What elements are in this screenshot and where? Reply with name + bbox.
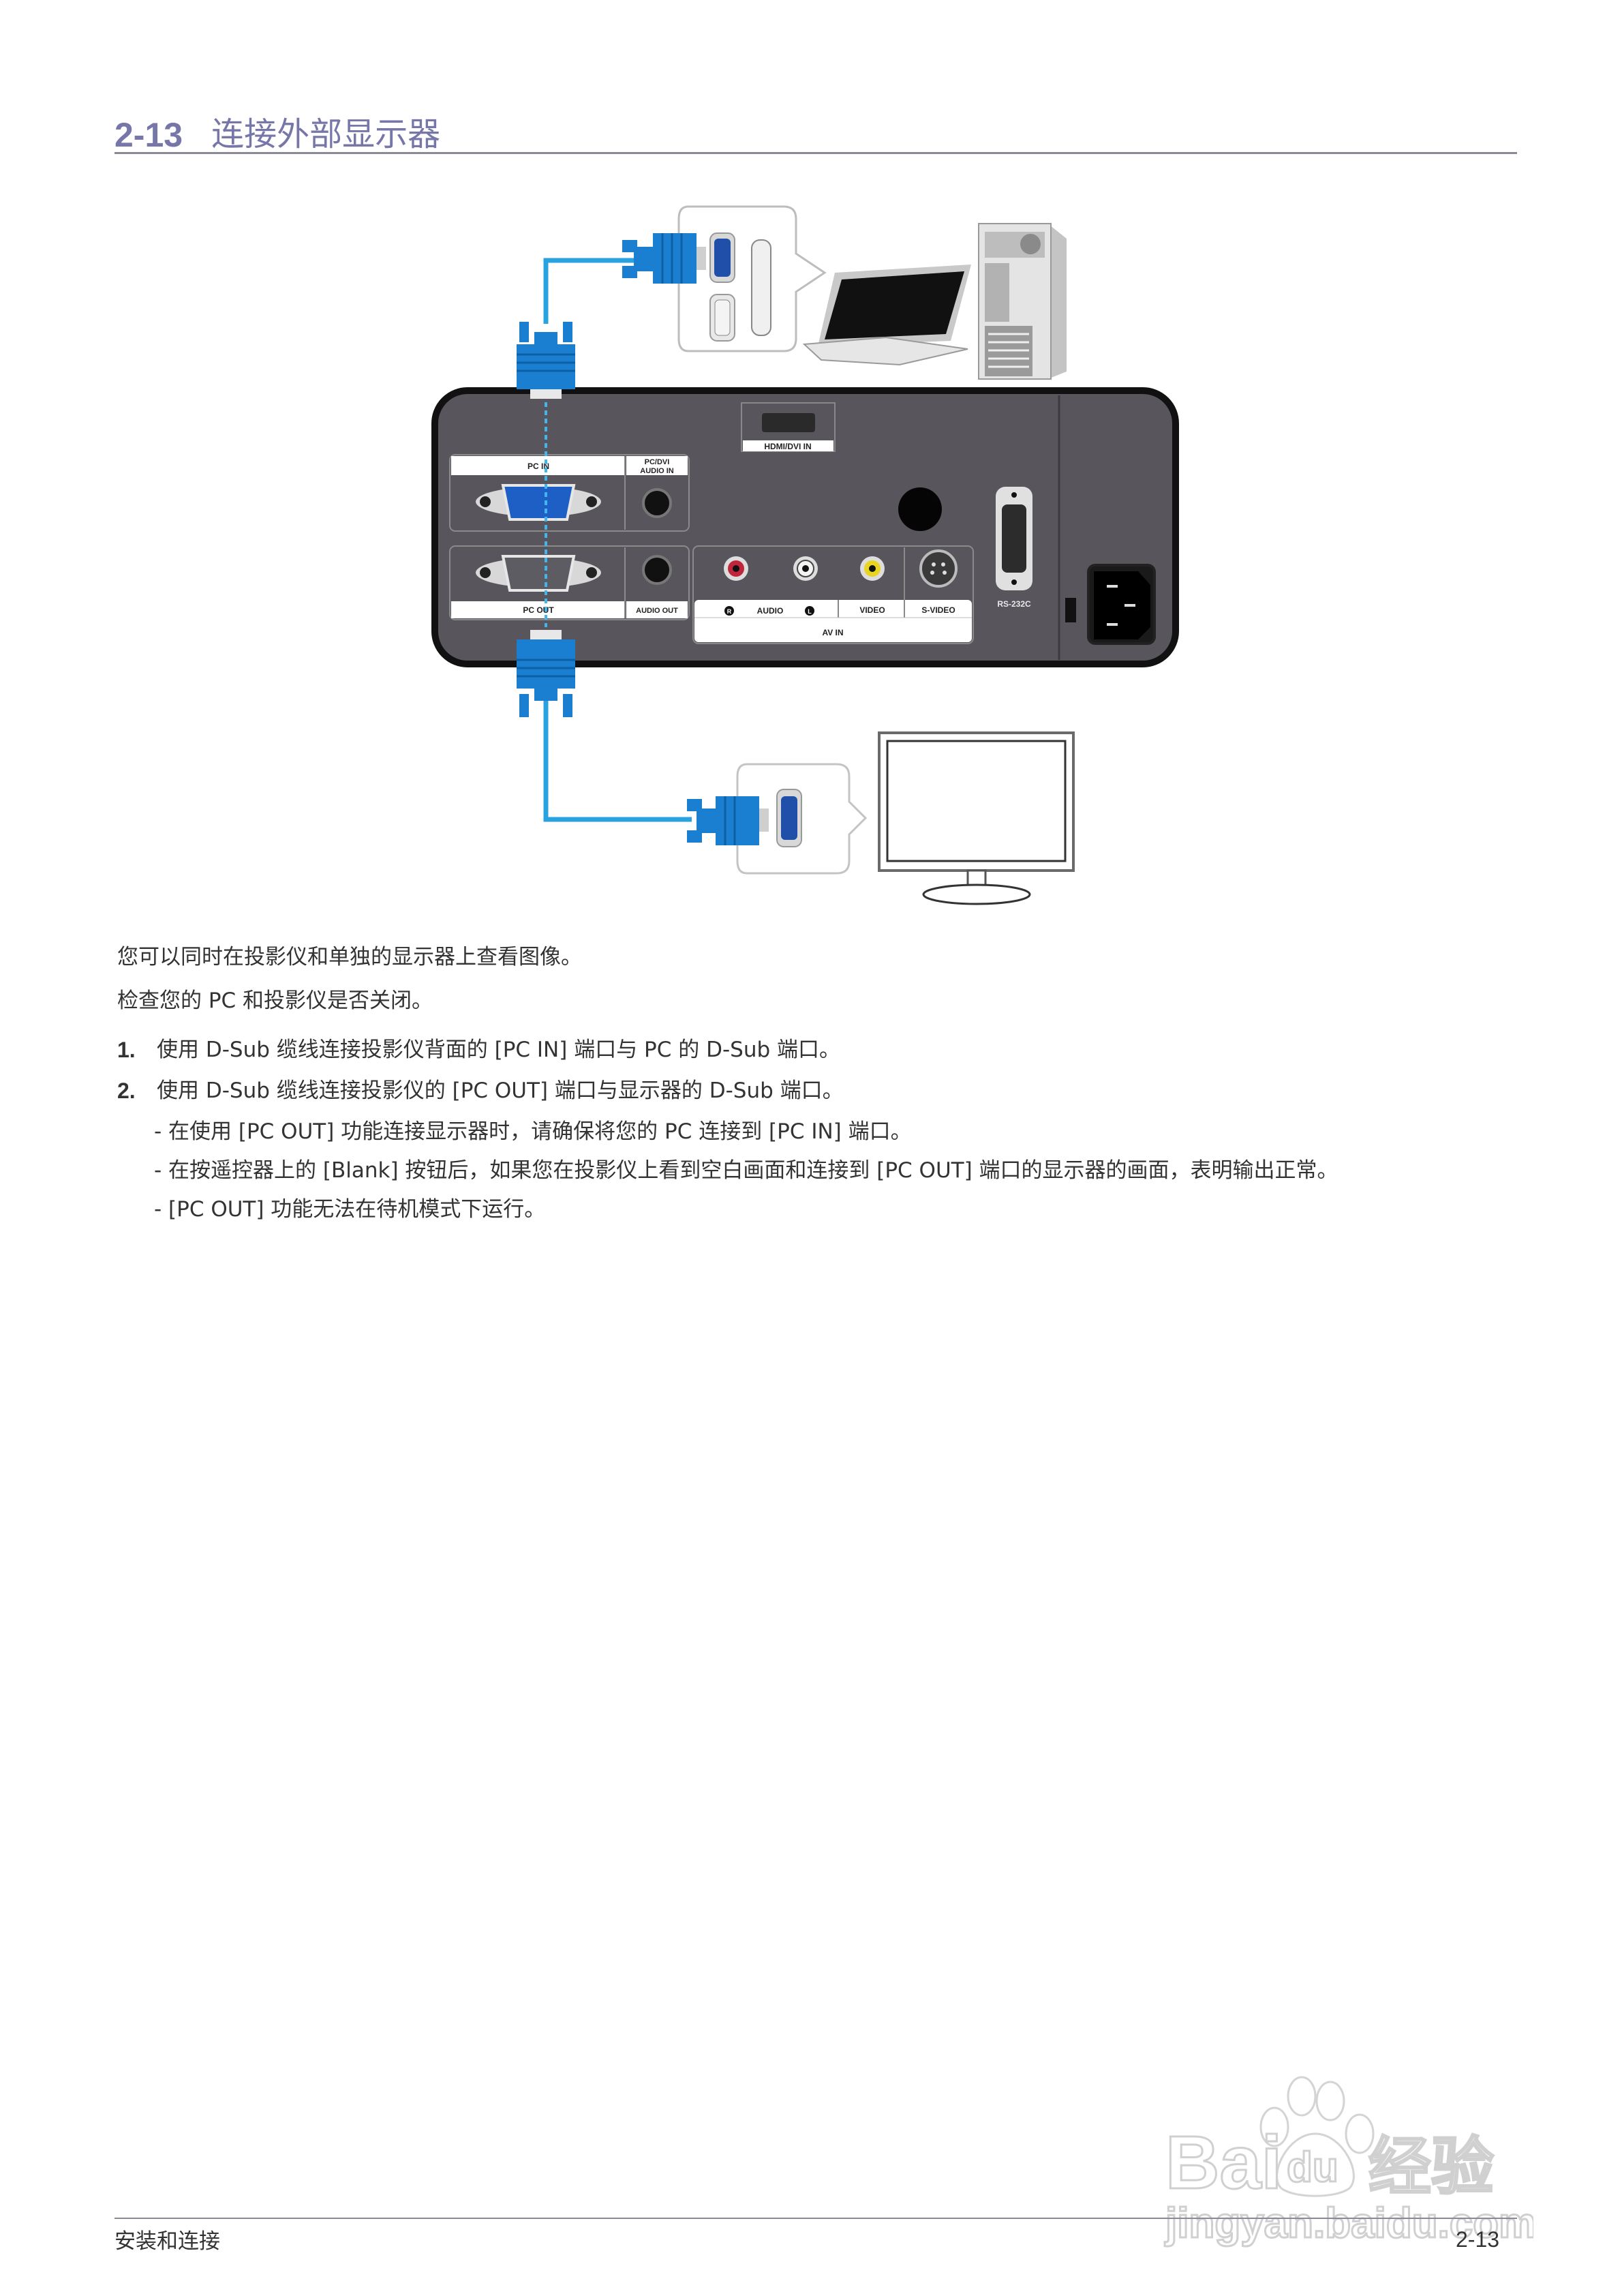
vga-plug-pc-out-icon <box>517 630 575 717</box>
av-in-port-group: R AUDIO L VIDEO S-VIDEO AV IN <box>692 545 974 644</box>
projector-rear-panel: HDMI/DVI IN PC IN PC/DVI AUDIO IN <box>431 387 1179 667</box>
page-number: 2-13 <box>1456 2227 1500 2252</box>
audio-out-label: AUDIO OUT <box>636 607 678 615</box>
cable-pc-to-projector <box>543 258 634 324</box>
pc-in-label: PC IN <box>527 462 549 471</box>
hdmi-label: HDMI/DVI IN <box>764 442 811 451</box>
laptop-icon <box>802 265 971 366</box>
note-3: - [PC OUT] 功能无法在待机模式下运行。 <box>154 1197 546 1222</box>
power-socket-icon <box>1087 564 1156 645</box>
audio-label: AUDIO <box>757 606 784 616</box>
title-divider <box>114 152 1517 154</box>
power-switch-icon <box>1065 598 1076 622</box>
section-title: 连接外部显示器 <box>211 115 441 153</box>
audio-in-label: AUDIO IN <box>640 467 674 475</box>
rs232c-label: RS-232C <box>997 599 1031 609</box>
step-2-number: 2. <box>117 1078 136 1103</box>
pc-dvi-label: PC/DVI <box>645 458 670 466</box>
desktop-tower-icon <box>978 223 1067 380</box>
vga-plug-icon <box>622 233 706 284</box>
note-2: - 在按遥控器上的 [Blank] 按钮后，如果您在投影仪上看到空白画面和连接到… <box>154 1158 1338 1183</box>
footer-chapter: 安装和连接 <box>114 2229 220 2254</box>
watermark-brand: Bai <box>1165 2121 1282 2205</box>
note-1: - 在使用 [PC OUT] 功能连接显示器时，请确保将您的 PC 连接到 [P… <box>154 1119 912 1144</box>
connection-diagram: HDMI/DVI IN PC IN PC/DVI AUDIO IN <box>431 205 1179 905</box>
pc-out-port-group: PC OUT AUDIO OUT <box>449 545 690 620</box>
page-title: 2-13 连接外部显示器 <box>114 108 440 155</box>
watermark-du: du <box>1287 2144 1338 2191</box>
video-label: VIDEO <box>859 605 885 615</box>
rs232c-port: RS-232C <box>996 487 1032 609</box>
audio-l-label: L <box>808 608 812 615</box>
footer-divider <box>114 2218 1517 2219</box>
section-number: 2-13 <box>114 116 183 154</box>
pc-in-port-group: PC IN PC/DVI AUDIO IN <box>449 454 690 532</box>
cable-projector-to-monitor <box>543 701 692 822</box>
hdmi-dvi-in-port: HDMI/DVI IN <box>741 402 836 452</box>
av-in-label: AV IN <box>822 628 843 637</box>
monitor-port-callout <box>736 763 868 875</box>
watermark-cn: 经验 <box>1368 2132 1494 2202</box>
step-2-text: 使用 D-Sub 缆线连接投影仪的 [PC OUT] 端口与显示器的 D-Sub… <box>157 1078 844 1103</box>
intro-line-1: 您可以同时在投影仪和单独的显示器上查看图像。 <box>117 945 582 969</box>
vga-plug-monitor-icon <box>687 796 769 845</box>
ir-sensor-icon <box>898 487 942 531</box>
step-1-number: 1. <box>117 1038 136 1062</box>
s-video-label: S-VIDEO <box>921 605 955 615</box>
pc-out-label: PC OUT <box>523 605 554 615</box>
external-monitor-icon <box>878 731 1075 905</box>
intro-line-2: 检查您的 PC 和投影仪是否关闭。 <box>117 988 433 1013</box>
audio-r-label: R <box>727 608 732 615</box>
pc-port-callout <box>677 205 827 352</box>
vga-plug-pc-in-icon <box>517 322 575 399</box>
step-1-text: 使用 D-Sub 缆线连接投影仪背面的 [PC IN] 端口与 PC 的 D-S… <box>157 1038 841 1062</box>
